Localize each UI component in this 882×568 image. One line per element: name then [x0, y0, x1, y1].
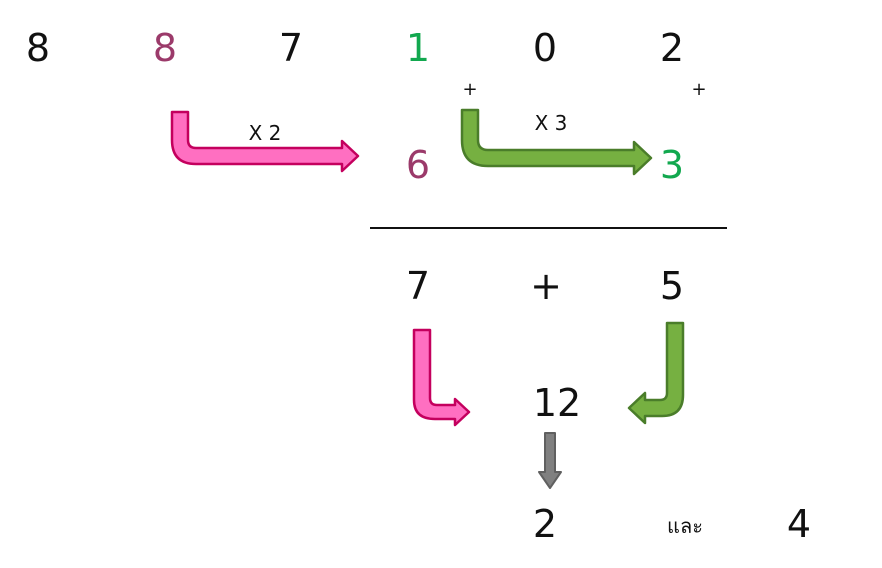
digit-3: 7	[278, 26, 304, 70]
green-bent-arrow-times-three	[460, 108, 653, 176]
sum-operator: +	[530, 264, 562, 308]
sum-divider-line	[370, 227, 727, 229]
digit-4-highlight: 1	[405, 26, 431, 70]
total-value: 12	[532, 381, 582, 425]
result-digit: 2	[532, 502, 558, 546]
pink-down-right-arrow	[412, 328, 471, 427]
result-conjunction: และ	[667, 514, 703, 538]
multiplier-label-x3: X 3	[534, 111, 568, 135]
sum-right: 5	[659, 264, 685, 308]
plus-mark-left: +	[462, 79, 478, 100]
plus-mark-right: +	[691, 79, 707, 100]
product-second: 3	[659, 143, 685, 187]
gray-down-arrow	[538, 432, 562, 489]
multiplier-label-x2: X 2	[248, 121, 282, 145]
digit-6: 2	[659, 26, 685, 70]
result-other-digit: 4	[786, 502, 812, 546]
digit-5: 0	[532, 26, 558, 70]
digit-2-highlight: 8	[152, 26, 178, 70]
sum-left: 7	[405, 264, 431, 308]
pink-bent-arrow-times-two	[170, 110, 360, 173]
product-first: 6	[405, 143, 431, 187]
green-down-left-arrow	[627, 321, 685, 425]
digit-1: 8	[25, 26, 51, 70]
